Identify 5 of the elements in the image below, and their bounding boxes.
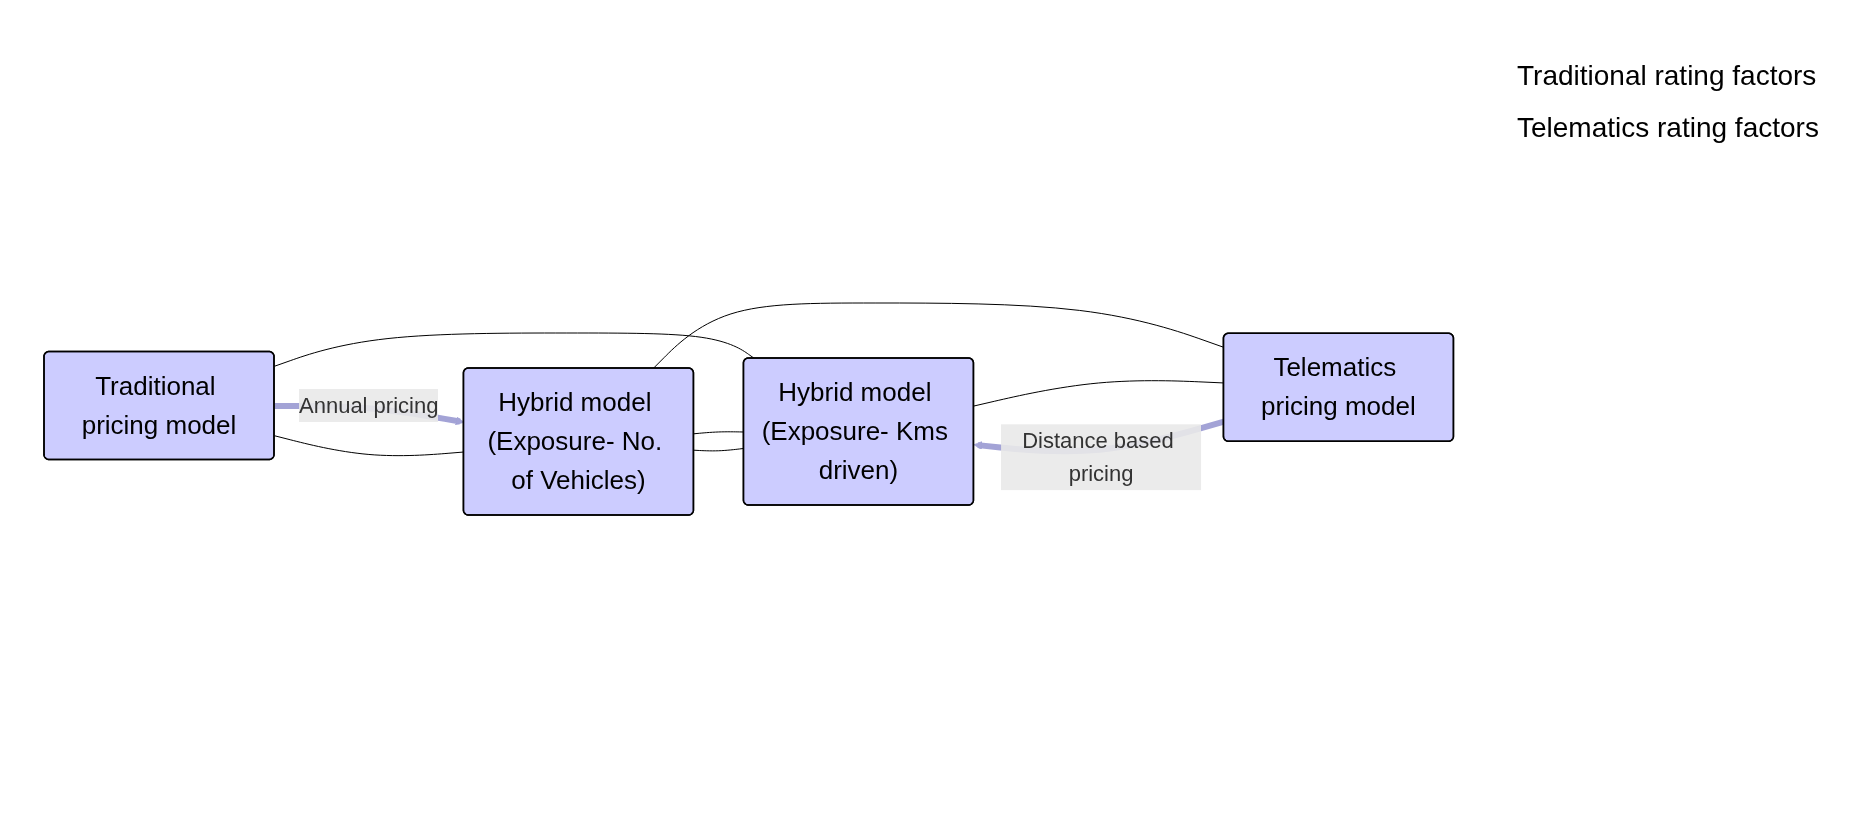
region-label: Telematics rating factors xyxy=(1517,112,1820,144)
region-label: Traditional rating factors xyxy=(1517,60,1818,92)
connector xyxy=(273,332,755,367)
edge-label: Distance based pricing xyxy=(1021,428,1174,487)
edge-label: Annual pricing xyxy=(298,393,439,418)
